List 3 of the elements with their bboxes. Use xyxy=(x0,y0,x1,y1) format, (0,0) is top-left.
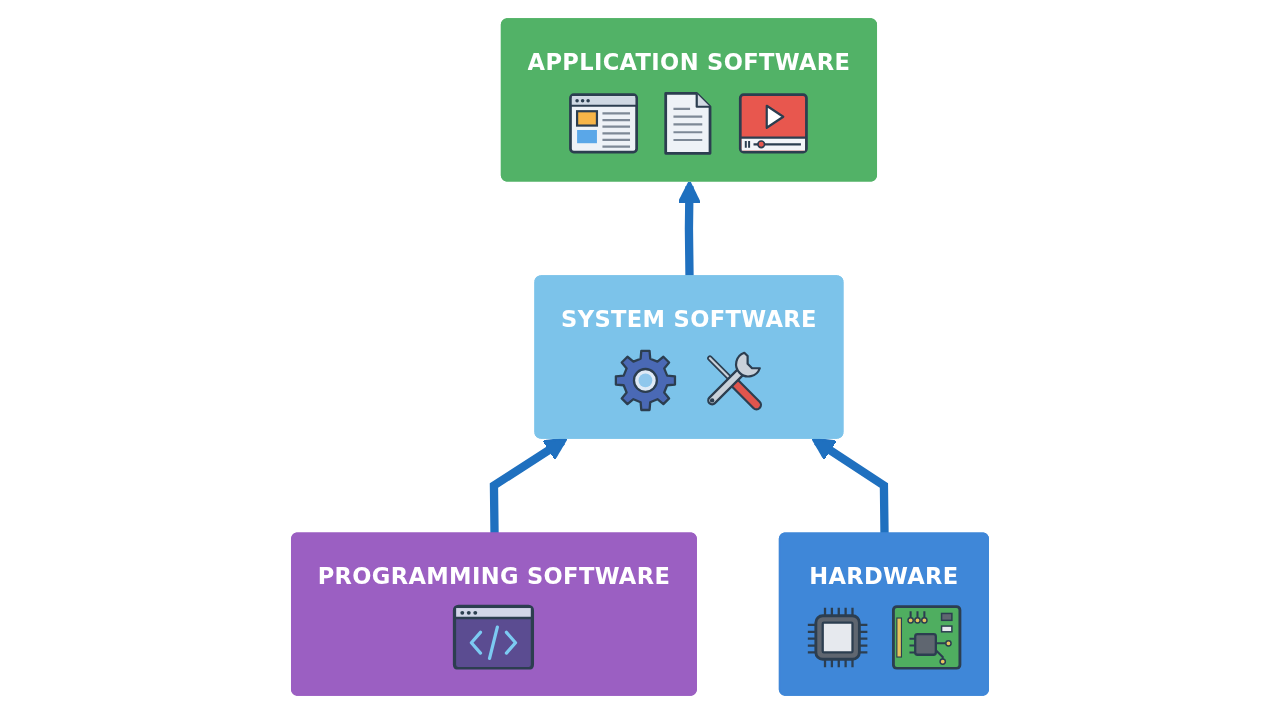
arrow xyxy=(677,180,701,277)
arrow xyxy=(811,437,889,534)
arrow xyxy=(489,437,568,534)
